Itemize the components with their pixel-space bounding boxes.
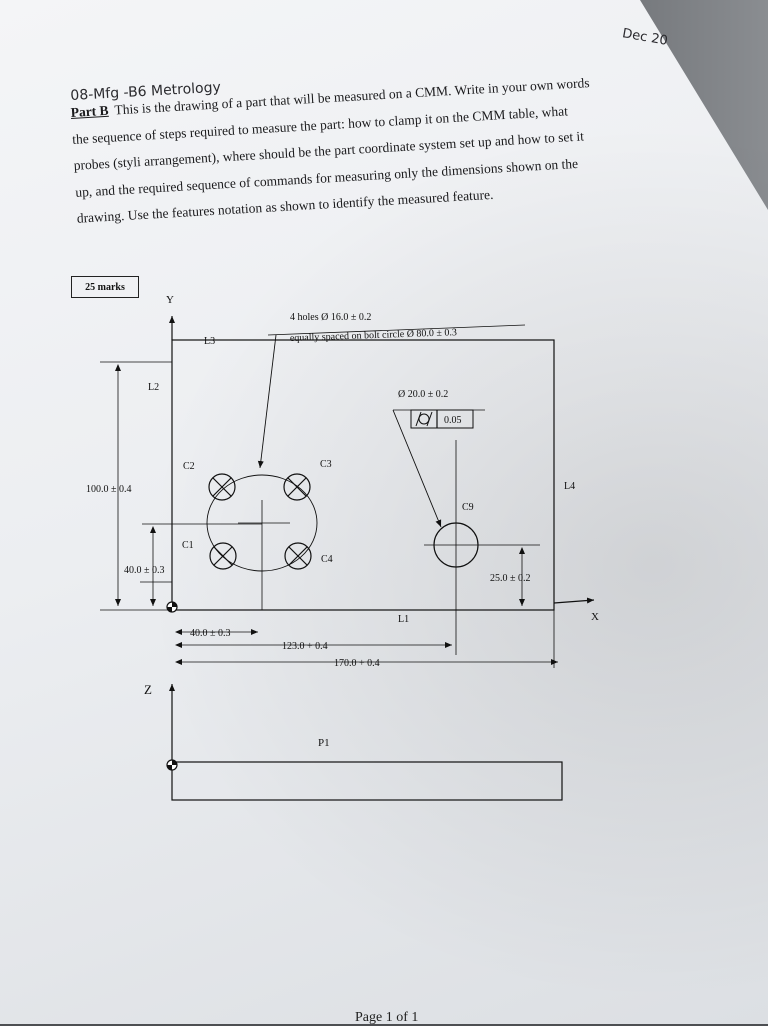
label-p1: P1 bbox=[318, 737, 330, 749]
hole-c3 bbox=[283, 473, 311, 501]
dim-c9-y-text: 25.0 ± 0.2 bbox=[490, 573, 531, 584]
axis-x-label: X bbox=[591, 611, 599, 623]
dim-height-text: 100.0 ± 0.4 bbox=[86, 484, 132, 495]
dim-hole-y-text: 40.0 ± 0.3 bbox=[124, 565, 165, 576]
tolerance-value: 0.05 bbox=[444, 415, 462, 426]
dim-c9-x-text: 123.0 + 0.4 bbox=[282, 641, 328, 652]
label-l1: L1 bbox=[398, 614, 409, 625]
dim-width-text: 170.0 + 0.4 bbox=[334, 658, 380, 669]
origin-marker-side bbox=[166, 759, 178, 771]
label-l2: L2 bbox=[148, 382, 159, 393]
page-number: Page 1 of 1 bbox=[355, 1010, 419, 1025]
cylindricity-icon bbox=[415, 411, 433, 427]
holes-note-2: equally spaced on bolt circle Ø 80.0 ± 0… bbox=[290, 327, 457, 344]
x-axis bbox=[553, 597, 595, 604]
hole-c4 bbox=[284, 542, 312, 570]
label-c3: C3 bbox=[320, 459, 332, 470]
label-c9: C9 bbox=[462, 502, 474, 513]
origin-marker-top bbox=[166, 601, 178, 613]
axis-z-label: Z bbox=[144, 682, 152, 697]
dim-hole-x-text: 40.0 ± 0.3 bbox=[190, 628, 231, 639]
label-c2: C2 bbox=[183, 461, 195, 472]
hole-c1 bbox=[209, 542, 237, 570]
holes-note-1: 4 holes Ø 16.0 ± 0.2 bbox=[290, 312, 371, 323]
part-outline-top bbox=[171, 339, 555, 611]
label-c1: C1 bbox=[182, 540, 194, 551]
c9-leader bbox=[392, 409, 442, 528]
holes-leader bbox=[257, 334, 277, 469]
label-l4: L4 bbox=[564, 481, 575, 492]
label-c4: C4 bbox=[321, 554, 333, 565]
dia-c9-text: Ø 20.0 ± 0.2 bbox=[398, 389, 448, 400]
marks-box: 25 marks bbox=[71, 276, 139, 298]
tolerance-frame bbox=[410, 409, 474, 429]
label-l3: L3 bbox=[204, 336, 215, 347]
part-outline-side bbox=[171, 761, 563, 801]
hole-c2 bbox=[208, 473, 236, 501]
axis-y-label: Y bbox=[166, 294, 174, 306]
